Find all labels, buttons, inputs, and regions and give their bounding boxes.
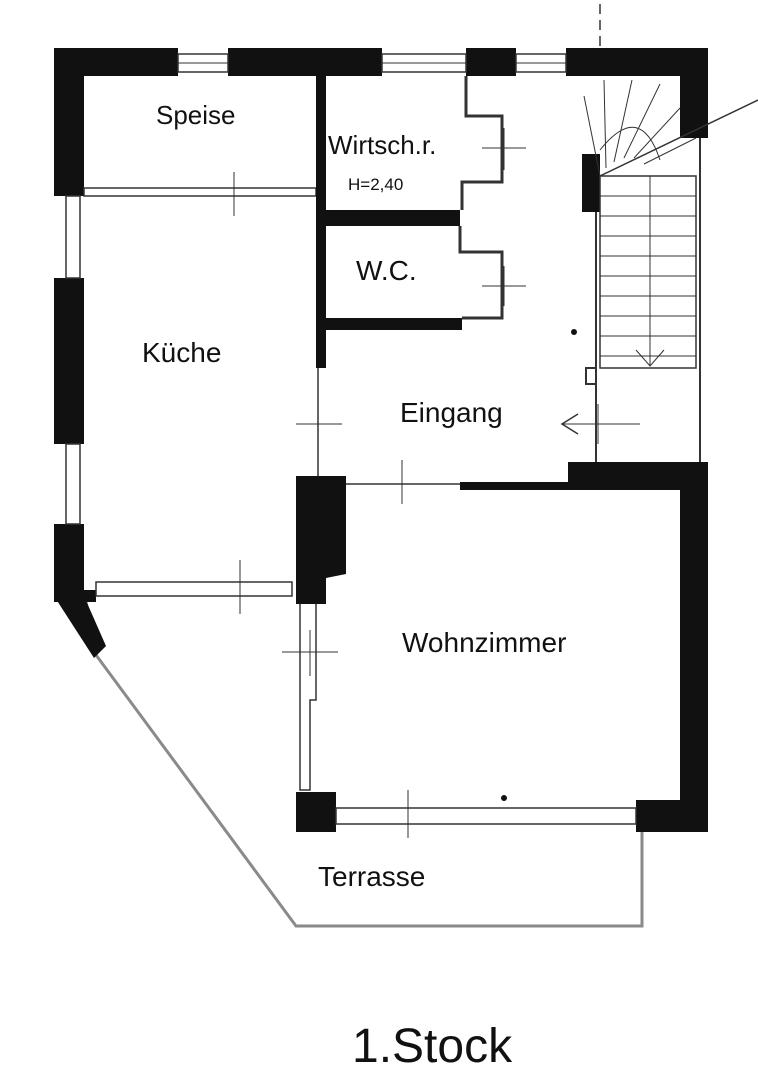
label-eingang: Eingang	[400, 397, 503, 428]
interior-walls	[83, 76, 701, 485]
staircase	[583, 4, 758, 369]
label-wirtschaftsraum-height: H=2,40	[348, 175, 403, 194]
label-wohnzimmer: Wohnzimmer	[402, 627, 566, 658]
windows	[65, 53, 637, 825]
label-speise: Speise	[156, 100, 236, 130]
label-wc: W.C.	[356, 255, 417, 286]
label-terrasse: Terrasse	[318, 861, 425, 892]
outer-walls	[54, 48, 708, 832]
floor-title: 1.Stock	[352, 1020, 513, 1073]
label-wirtschaftsraum: Wirtsch.r.	[328, 130, 436, 160]
door-markers	[233, 128, 640, 838]
label-kueche: Küche	[142, 337, 221, 368]
